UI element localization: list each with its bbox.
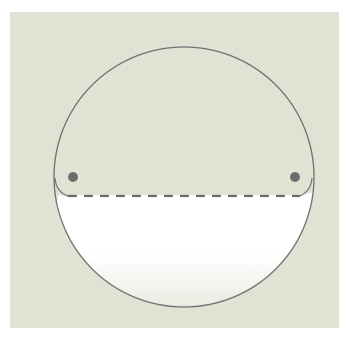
right-dot xyxy=(290,172,300,182)
left-dot xyxy=(68,172,78,182)
